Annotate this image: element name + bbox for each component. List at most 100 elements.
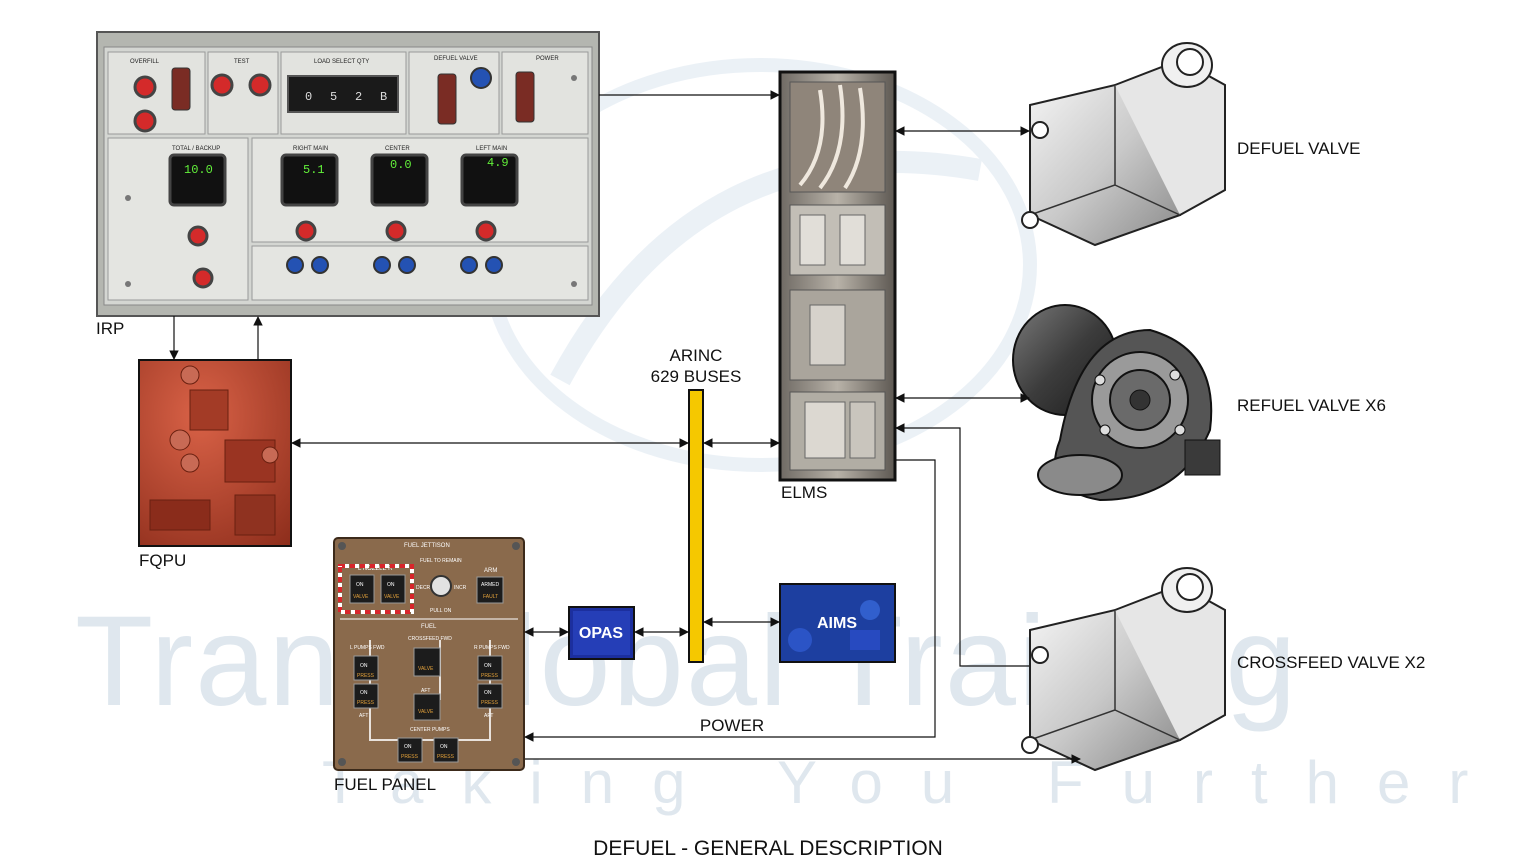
irp-defuel-switch[interactable]: [437, 73, 457, 125]
refuel-valve-label: REFUEL VALVE X6: [1237, 396, 1386, 415]
irp-test-button-1[interactable]: [210, 73, 234, 97]
r-pump-fwd-press: PRESS: [481, 673, 499, 679]
opas-label: OPAS: [579, 625, 623, 642]
nozzle-r-switch[interactable]: [380, 574, 406, 604]
irp-overfill-test-button[interactable]: [133, 109, 157, 133]
l-pump-fwd-on: ON: [360, 663, 368, 669]
irp-right-readout: 5.1: [303, 163, 325, 177]
irp-left-readout: 4.9: [487, 156, 509, 170]
crossfeed-valve-illustration: [1021, 567, 1226, 772]
arm-switch[interactable]: [476, 576, 504, 604]
irp-valve-light-4: [398, 256, 416, 274]
irp-power-label: POWER: [536, 56, 559, 62]
irp-load-digit-4: B: [380, 90, 387, 104]
elms-unit: [778, 70, 897, 482]
l-pump-fwd-switch[interactable]: [353, 655, 379, 681]
nozzle-l-on: ON: [356, 582, 364, 588]
irp-load-digit-3: 2: [355, 90, 362, 104]
center-pump-l-on: ON: [404, 744, 412, 750]
irp-overfill-button[interactable]: [133, 75, 157, 99]
fuel-panel-label: FUEL PANEL: [334, 775, 436, 794]
nozzle-label: L NOZZLE R: [358, 566, 393, 572]
irp-overfill-label: OVERFILL: [130, 59, 160, 65]
irp-backup-select-button[interactable]: [192, 267, 214, 289]
arinc-label-line2: 629 BUSES: [651, 367, 742, 386]
irp-total-readout: 10.0: [184, 163, 213, 177]
irp-test-label: TEST: [234, 59, 250, 65]
crossfeed-fwd-valve: VALVE: [418, 666, 434, 672]
irp-defuel-valve-light: [470, 67, 492, 89]
nozzle-l-switch[interactable]: [349, 574, 375, 604]
arinc-label-line1: ARINC: [670, 346, 723, 365]
irp-panel: OVERFILL TEST LOAD SELECT QTY DEFUEL VAL…: [96, 31, 600, 317]
l-pump-aft-switch[interactable]: [353, 683, 379, 709]
refuel-valve-illustration: [1012, 304, 1221, 502]
irp-right-select-button[interactable]: [295, 220, 317, 242]
crossfeed-fwd-switch[interactable]: [413, 647, 441, 677]
r-pump-fwd-switch[interactable]: [477, 655, 503, 681]
fuel-to-remain-knob[interactable]: [430, 575, 452, 597]
irp-load-select-label: LOAD SELECT QTY: [314, 59, 369, 65]
irp-valve-light-1: [286, 256, 304, 274]
crossfeed-aft-valve: VALVE: [418, 709, 434, 715]
irp-overfill-switch[interactable]: [171, 67, 191, 111]
center-pump-r-on: ON: [440, 744, 448, 750]
fuel-jettison-title: FUEL JETTISON: [404, 543, 450, 549]
l-pump-aft-on: ON: [360, 690, 368, 696]
irp-label: IRP: [96, 319, 124, 338]
elms-label: ELMS: [781, 483, 827, 502]
defuel-valve-label: DEFUEL VALVE: [1237, 139, 1360, 158]
r-aft-label: AFT: [484, 713, 493, 719]
defuel-valve-illustration: [1021, 42, 1226, 247]
decr-label: DECR: [416, 585, 431, 591]
irp-center-select-button[interactable]: [385, 220, 407, 242]
r-pump-aft-switch[interactable]: [477, 683, 503, 709]
crossfeed-aft-switch[interactable]: [413, 693, 441, 721]
aims-label: AIMS: [817, 615, 857, 632]
center-pump-r-switch[interactable]: [433, 737, 459, 763]
elms-power-line: [524, 459, 936, 742]
r-pump-aft-on: ON: [484, 690, 492, 696]
irp-test-button-2[interactable]: [248, 73, 272, 97]
l-aft-label: AFT: [359, 713, 368, 719]
l-pumps-label: L PUMPS FWD: [350, 645, 385, 651]
irp-left-select-button[interactable]: [475, 220, 497, 242]
l-pump-fwd-press: PRESS: [357, 673, 375, 679]
pull-on-label: PULL ON: [430, 608, 452, 614]
center-pump-l-switch[interactable]: [397, 737, 423, 763]
fqpu-label: FQPU: [139, 551, 186, 570]
connector-lines: [169, 90, 1081, 764]
diagram-caption: DEFUEL - GENERAL DESCRIPTION: [593, 837, 943, 860]
irp-valve-light-2: [311, 256, 329, 274]
center-pumps-label: CENTER PUMPS: [410, 727, 450, 733]
elms-crossfeed-line: [895, 423, 1029, 667]
crossfeed-fwd-label: CROSSFEED FWD: [408, 636, 452, 642]
irp-load-select-window: [287, 75, 399, 113]
center-pump-l-press: PRESS: [401, 754, 419, 760]
arinc-629-bus: [688, 389, 704, 663]
armed-label: ARMED: [481, 582, 499, 588]
nozzle-l-valve: VALVE: [353, 594, 369, 600]
r-pumps-label: R PUMPS FWD: [474, 645, 510, 651]
crossfeed-aft-label: AFT: [421, 688, 430, 694]
fqpu-unit: [138, 359, 292, 547]
fuel-panel: FUEL JETTISON L NOZZLE R ON VALVE ON VAL…: [333, 537, 525, 771]
nozzle-r-on: ON: [387, 582, 395, 588]
irp-valve-light-5: [460, 256, 478, 274]
irp-total-backup-label: TOTAL / BACKUP: [172, 146, 220, 152]
irp-total-load-select-button[interactable]: [187, 225, 209, 247]
crossfeed-valve-label: CROSSFEED VALVE X2: [1237, 653, 1425, 672]
irp-right-main-label: RIGHT MAIN: [293, 146, 328, 152]
diagram-labels: IRP FQPU ELMS FUEL PANEL ARINC 629 BUSES…: [96, 139, 1425, 860]
fault-label: FAULT: [483, 594, 498, 600]
irp-center-readout: 0.0: [390, 158, 412, 172]
opas-unit: [568, 606, 635, 660]
arm-label: ARM: [484, 568, 497, 574]
irp-defuel-valve-label: DEFUEL VALVE: [434, 56, 478, 62]
irp-power-switch[interactable]: [515, 71, 535, 123]
irp-center-label: CENTER: [385, 146, 410, 152]
r-pump-aft-press: PRESS: [481, 700, 499, 706]
irp-load-digit-1: 0: [305, 90, 312, 104]
irp-left-main-label: LEFT MAIN: [476, 146, 507, 152]
